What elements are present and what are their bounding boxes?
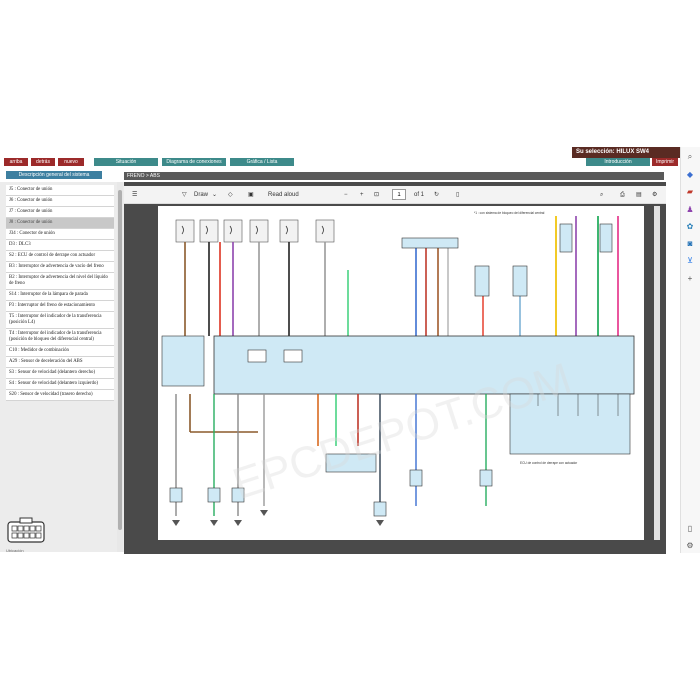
list-item[interactable]: D3 : DLC3 [6, 240, 114, 251]
outlook-icon[interactable]: ◙ [687, 239, 693, 248]
list-scrollbar-thumb[interactable] [118, 190, 122, 530]
diagram-page: *1 : con sistema de bloqueo del diferenc… [158, 206, 644, 540]
list-item[interactable]: P3 : Interruptor del freno de estacionam… [6, 301, 114, 312]
zoom-out-button[interactable]: − [344, 192, 348, 198]
nav-up-button[interactable]: arriba [4, 158, 28, 166]
copilot-icon[interactable]: ✿ [686, 222, 694, 231]
save-icon[interactable]: ▤ [636, 192, 642, 198]
two-page-icon[interactable]: ▯ [456, 192, 460, 198]
list-item[interactable]: J5 : Conector de unión [6, 185, 114, 196]
list-item[interactable]: B2 : Interruptor de advertencia del nive… [6, 273, 114, 290]
list-item[interactable]: J6 : Conector de unión [6, 196, 114, 207]
fit-page-icon[interactable]: ⊡ [374, 192, 380, 198]
vehicle-selection: Su selección: HILUX SW4 [572, 147, 680, 158]
settings-icon[interactable]: ⚙ [686, 541, 694, 550]
list-item[interactable]: S4 : Sensor de velocidad (delantero izqu… [6, 379, 114, 390]
diagram-note: *1 : con sistema de bloqueo del diferenc… [474, 211, 545, 215]
eraser-icon[interactable]: ◇ [228, 192, 233, 198]
list-item[interactable]: S14 : Interruptor de la lámpara de parad… [6, 290, 114, 301]
list-item[interactable]: B3 : Interruptor de advertencia de vacío… [6, 262, 114, 273]
system-overview-title[interactable]: Descripción general del sistema [6, 171, 102, 179]
nav-back-button[interactable]: detrás [31, 158, 55, 166]
cart-icon[interactable]: ⊻ [687, 256, 693, 265]
tab-diagrama[interactable]: Diagrama de conexiones [162, 158, 226, 166]
briefcase-icon[interactable]: ▰ [686, 187, 694, 196]
panel-icon[interactable]: ▯ [687, 524, 693, 533]
zoom-in-button[interactable]: + [360, 192, 364, 198]
list-item[interactable]: S2 : ECU de control de derrape con actua… [6, 251, 114, 262]
list-item[interactable]: A29 : Sensor de deceleración del ABS [6, 357, 114, 368]
component-list: J5 : Conector de unión J6 : Conector de … [6, 185, 114, 401]
tab-situacion[interactable]: Situación [94, 158, 158, 166]
search-icon[interactable]: ⌕ [600, 192, 604, 198]
print-icon[interactable]: ⎙ [620, 192, 625, 198]
search-icon[interactable]: ⌕ [687, 152, 693, 161]
component-list-panel: J5 : Conector de unión J6 : Conector de … [0, 182, 124, 552]
ecu-label: ECU de control de derrape con actuador [520, 461, 578, 465]
list-item-selected[interactable]: J8 : Conector de unión [6, 218, 114, 229]
fuse-group [175, 219, 335, 243]
draw-filter-icon[interactable]: ▽ [182, 192, 187, 198]
draw-button[interactable]: Draw [194, 192, 209, 198]
tab-grafica[interactable]: Gráfica / Lista [230, 158, 294, 166]
tab-introduccion[interactable]: Introducción [586, 158, 650, 166]
list-item[interactable]: T4 : Interruptor del indicador de la tra… [6, 329, 114, 346]
print-button[interactable]: Imprimir [652, 158, 678, 166]
settings-icon[interactable]: ⚙ [652, 192, 658, 198]
location-label: Ubicación [6, 548, 24, 553]
page-total: of 1 [414, 192, 425, 198]
page-number-input[interactable] [392, 189, 406, 200]
list-item[interactable]: T5 : Interruptor del indicador de la tra… [6, 312, 114, 329]
list-item[interactable]: C10 : Medidor de combinación [6, 346, 114, 357]
chevron-down-icon[interactable]: ⌄ [212, 192, 218, 198]
browser-sidebar [680, 147, 700, 553]
plus-icon[interactable]: + [687, 274, 693, 283]
list-item[interactable]: J34 : Conector de unión [6, 229, 114, 240]
textbox-icon[interactable]: ▣ [248, 192, 254, 198]
rotate-icon[interactable]: ↻ [434, 192, 440, 198]
top-strip [0, 147, 680, 158]
wiring-diagram: *1 : con sistema de bloqueo del diferenc… [161, 211, 635, 526]
breadcrumb: FRENO > ABS [124, 172, 664, 180]
nav-new-button[interactable]: nuevo [58, 158, 84, 166]
games-icon[interactable]: ♟ [686, 205, 694, 214]
tag-icon[interactable]: ◆ [686, 170, 694, 179]
list-icon[interactable]: ☰ [132, 192, 138, 198]
viewer-scrollbar[interactable] [654, 206, 660, 540]
list-item[interactable]: S3 : Sensor de velocidad (delantero dere… [6, 368, 114, 379]
connector-icon [7, 517, 45, 543]
ecu-box [213, 335, 635, 395]
read-aloud-button[interactable]: Read aloud [268, 192, 299, 198]
list-item[interactable]: S20 : Sensor de velocidad (trasero derec… [6, 390, 114, 401]
list-item[interactable]: J7 : Conector de unión [6, 207, 114, 218]
